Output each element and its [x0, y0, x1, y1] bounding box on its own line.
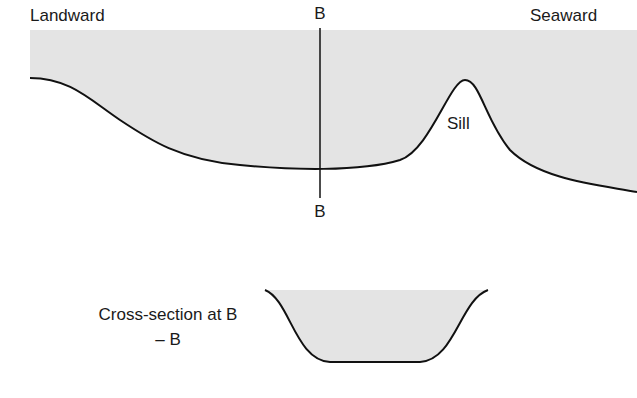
seabed-profile — [30, 78, 637, 192]
caption-label: Cross-section at B – B — [93, 302, 243, 352]
section-mark: B — [314, 202, 325, 222]
section-line — [319, 28, 321, 198]
direction-label: Landward — [30, 6, 105, 26]
cross-section-profile — [265, 290, 488, 362]
water-fill — [30, 30, 637, 192]
direction-label: Seaward — [530, 6, 597, 26]
cross-section-water — [265, 290, 488, 362]
part-label: Sill — [447, 114, 470, 134]
section-mark: B — [314, 4, 325, 24]
